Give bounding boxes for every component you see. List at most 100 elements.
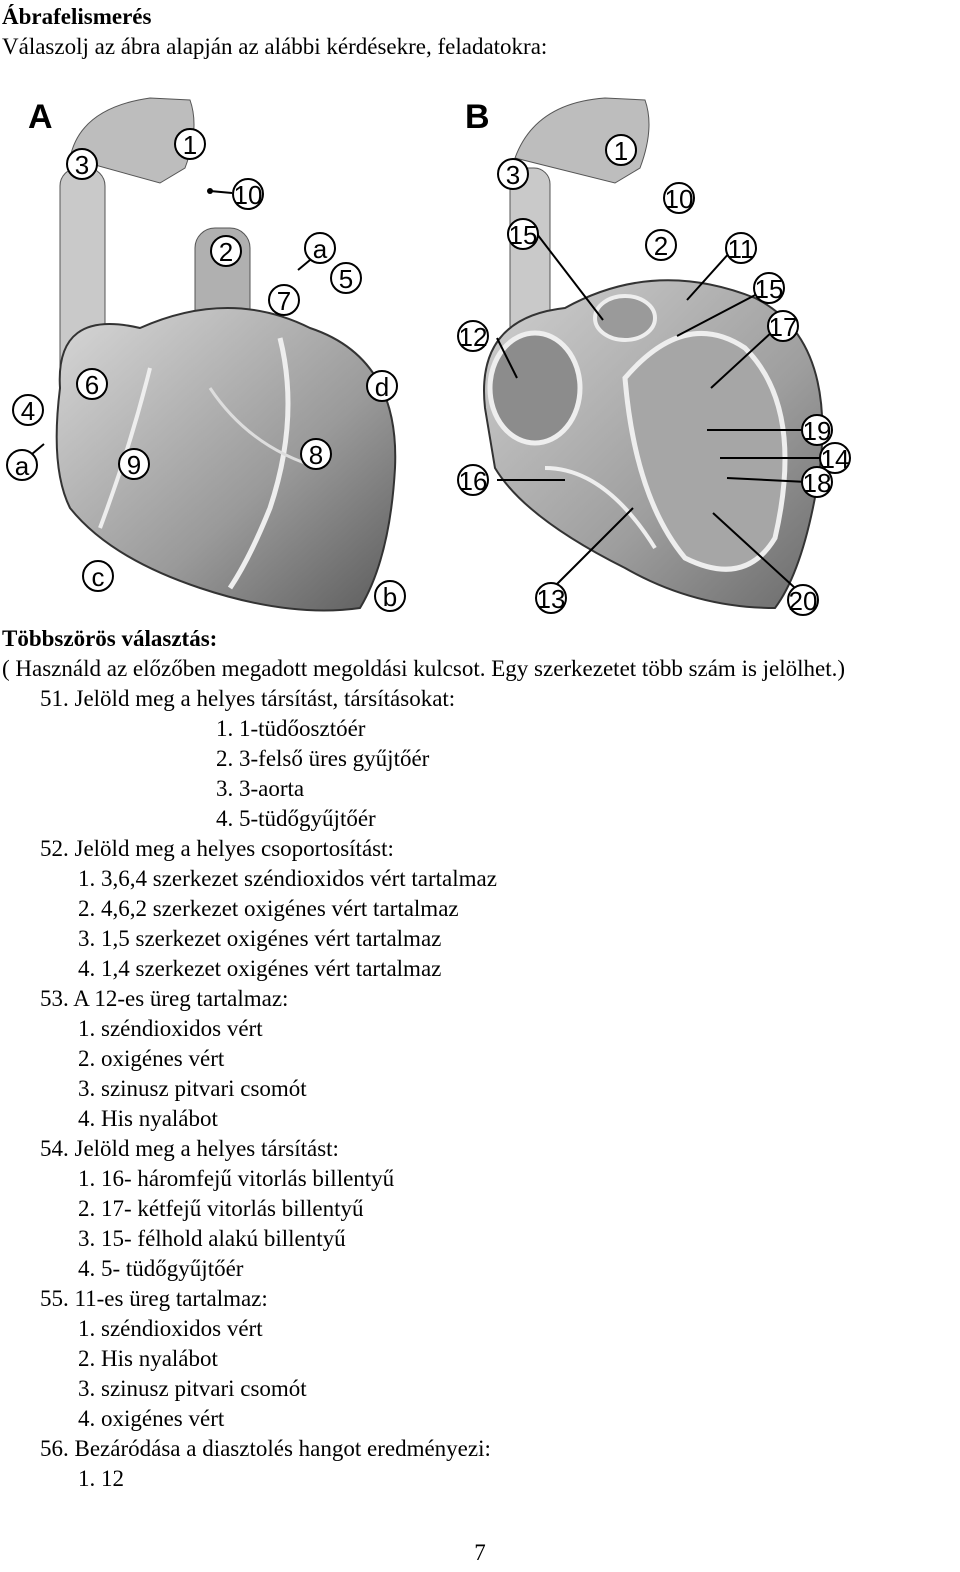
right-atrium-shape [487,330,583,446]
label-6: 6 [76,368,108,400]
heart-section-figure: B 1 3 10 15 2 11 15 17 12 19 14 18 16 13… [455,88,855,618]
heart-section-diagram: B 1 3 10 15 2 11 15 17 12 19 14 18 16 13… [457,97,851,616]
option: 3. szinusz pitvari csomót [78,1376,307,1401]
label-20: 20 [787,584,819,616]
page-number: 7 [474,1540,486,1565]
question-52: 52. Jelöld meg a helyes csoportosítást: [40,836,394,861]
label-5: 5 [330,262,362,294]
label-17: 17 [767,310,799,342]
label-13: 13 [535,582,567,614]
svg-text:17: 17 [769,312,798,342]
svg-text:c: c [92,562,105,592]
label-19: 19 [801,414,833,446]
svg-text:15: 15 [509,220,538,250]
label-12: 12 [457,320,489,352]
label-18: 18 [801,466,833,498]
svg-text:a: a [313,234,328,264]
option: 3. szinusz pitvari csomót [78,1076,307,1101]
svg-text:8: 8 [309,440,323,470]
label-10: 10 [207,178,264,210]
svg-text:1: 1 [614,136,628,166]
option: 2. 3-felső üres gyűjtőér [216,746,430,771]
label-d: d [366,370,398,402]
heart-external-figure: A 1 3 10 2 a 5 7 6 d 4 a 9 8 c b [0,88,470,618]
svg-text:10: 10 [234,180,263,210]
option: 1. széndioxidos vért [78,1016,263,1041]
svg-text:10: 10 [665,184,694,214]
label-11: 11 [725,232,757,264]
svg-text:3: 3 [75,150,89,180]
question-56: 56. Bezáródása a diasztolés hangot eredm… [40,1436,491,1461]
svg-text:12: 12 [459,322,488,352]
option: 1. széndioxidos vért [78,1316,263,1341]
svg-text:15: 15 [755,274,784,304]
label-14: 14 [819,442,851,474]
label-1: 1 [605,134,637,166]
option: 2. oxigénes vért [78,1046,225,1071]
question-53: 53. A 12-es üreg tartalmaz: [40,986,289,1011]
svg-text:a: a [15,451,30,481]
svg-text:b: b [383,582,397,612]
svg-text:2: 2 [219,237,233,267]
svg-text:3: 3 [506,160,520,190]
left-ventricle-shape [622,331,788,572]
label-15-right: 15 [753,272,785,304]
svg-text:16: 16 [459,466,488,496]
label-2: 2 [645,229,677,261]
label-c: c [82,560,114,592]
option: 4. 5- tüdőgyűjtőér [78,1256,244,1281]
svg-text:9: 9 [127,450,141,480]
option: 4. His nyalábot [78,1106,218,1131]
heart-body-shape [55,307,397,612]
option: 4. 1,4 szerkezet oxigénes vért tartalmaz [78,956,442,981]
label-3: 3 [497,158,529,190]
svg-text:4: 4 [21,396,35,426]
svg-text:2: 2 [654,231,668,261]
page-title: Ábrafelismerés [2,4,152,29]
panel-letter-b: B [465,98,490,136]
option: 3. 15- félhold alakú billentyű [78,1226,346,1251]
label-b: b [374,580,406,612]
option: 2. 17- kétfejű vitorlás billentyű [78,1196,364,1221]
label-1: 1 [174,128,206,160]
svg-text:20: 20 [789,586,818,616]
label-8: 8 [300,438,332,470]
svg-text:6: 6 [85,370,99,400]
heart-external-diagram: A 1 3 10 2 a 5 7 6 d 4 a 9 8 c b [6,97,406,612]
option: 2. 4,6,2 szerkezet oxigénes vért tartalm… [78,896,459,921]
label-a-lower: a [6,443,45,481]
option: 1. 16- háromfejű vitorlás billentyű [78,1166,395,1191]
svg-text:11: 11 [728,234,755,264]
section-note: ( Használd az előzőben megadott megoldás… [2,656,846,681]
instruction-text: Válaszolj az ábra alapján az alábbi kérd… [2,34,548,59]
section-title: Többszörös választás: [2,626,218,651]
label-a-upper: a [297,232,336,271]
option: 3. 1,5 szerkezet oxigénes vért tartalmaz [78,926,442,951]
svg-text:18: 18 [803,468,832,498]
svg-text:19: 19 [803,416,832,446]
svg-text:1: 1 [183,130,197,160]
label-4: 4 [12,394,44,426]
question-51: 51. Jelöld meg a helyes társítást, társí… [40,686,456,711]
question-54: 54. Jelöld meg a helyes társítást: [40,1136,339,1161]
option: 1. 3,6,4 szerkezet széndioxidos vért tar… [78,866,497,891]
option: 4. oxigénes vért [78,1406,225,1431]
label-2: 2 [210,235,242,267]
label-15-upper: 15 [507,218,539,250]
question-55: 55. 11-es üreg tartalmaz: [40,1286,268,1311]
label-7: 7 [268,284,300,316]
svg-text:13: 13 [537,584,566,614]
option: 3. 3-aorta [216,776,305,801]
label-3: 3 [66,148,98,180]
option: 1. 12 [78,1466,124,1491]
label-10: 10 [663,182,695,214]
option: 1. 1-tüdőosztóér [216,716,366,741]
svg-text:5: 5 [339,264,353,294]
option: 2. His nyalábot [78,1346,218,1371]
label-16: 16 [457,464,489,496]
option: 4. 5-tüdőgyűjtőér [216,806,376,831]
svg-text:d: d [375,372,389,402]
label-9: 9 [118,448,150,480]
panel-letter-a: A [28,98,53,136]
svg-text:7: 7 [277,286,291,316]
